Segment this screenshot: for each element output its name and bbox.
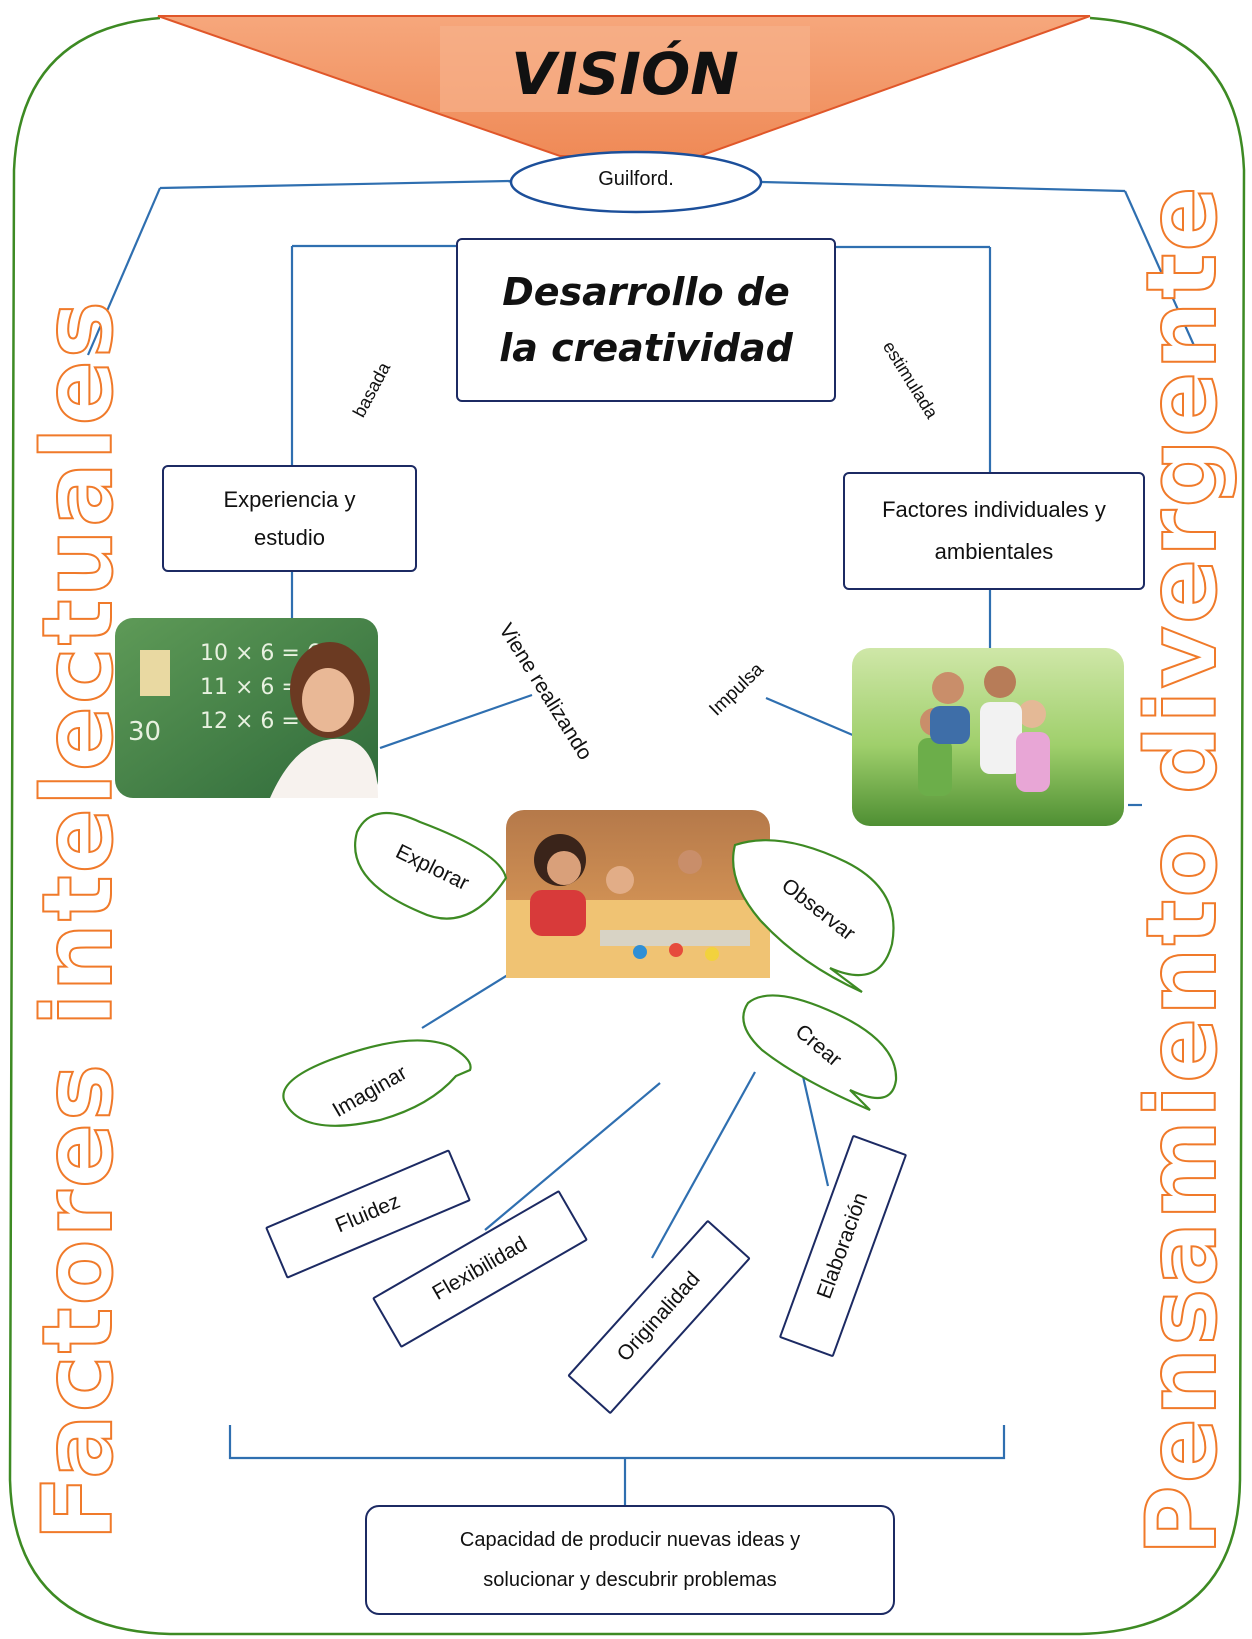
factors-node: Factores individuales y ambientales	[843, 472, 1145, 590]
central-concept-box: Desarrollo de la creatividad	[456, 238, 836, 402]
explorar-bubble	[354, 812, 508, 920]
connector-lines	[86, 179, 1198, 1505]
central-concept-text: Desarrollo de la creatividad	[499, 270, 793, 370]
teacher-photo: 10 × 6 = 60 11 × 6 = 66 12 × 6 = 72 30	[115, 618, 378, 798]
vision-title: VISIÓN	[511, 40, 739, 108]
family-photo	[852, 648, 1124, 826]
left-side-title: Factores intelectuales	[21, 298, 135, 1542]
factors-text: Factores individuales y ambientales	[882, 497, 1106, 564]
observar-bubble	[732, 839, 895, 994]
guilford-node	[509, 150, 763, 214]
experience-node: Experiencia y estudio	[162, 465, 417, 572]
crear-bubble	[742, 994, 898, 1112]
outer-frame	[8, 16, 1246, 1636]
conclusion-box: Capacidad de producir nuevas ideas y sol…	[365, 1505, 895, 1615]
right-side-title: Pensamiento divergente	[1125, 183, 1239, 1556]
svg-text:30: 30	[128, 717, 161, 747]
classroom-photo	[506, 810, 770, 978]
vision-title-plate	[440, 26, 810, 112]
trait-fluidez-label: Fluidez	[332, 1189, 404, 1238]
bubble-shapes	[282, 812, 898, 1127]
imaginar-bubble	[282, 1039, 472, 1127]
experience-text: Experiencia y estudio	[223, 486, 356, 550]
conclusion-text: Capacidad de producir nuevas ideas y sol…	[459, 1529, 801, 1591]
guilford-label: Guilford.	[598, 168, 674, 190]
